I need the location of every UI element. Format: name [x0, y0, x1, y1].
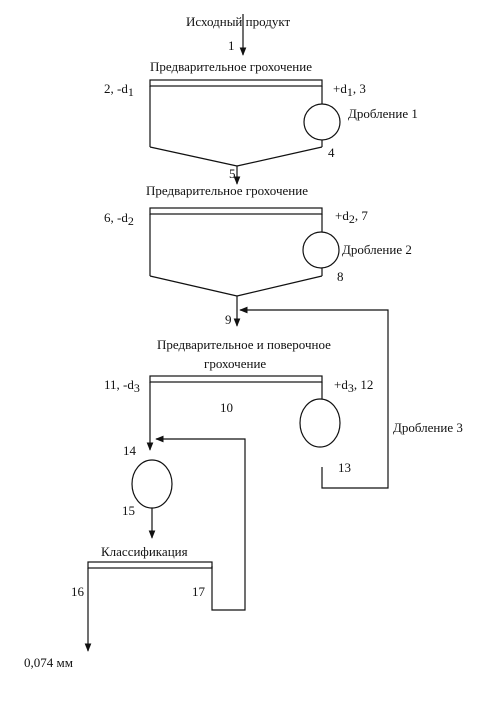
mill-icon	[131, 459, 173, 509]
stage2-crusher-icon	[302, 231, 340, 269]
stage3-title-line2: грохочение	[204, 356, 266, 371]
feed-label: Исходный продукт	[186, 14, 290, 29]
stage2-oversize-label: +d2, 7	[335, 208, 368, 226]
stage2-flow-lines	[149, 214, 323, 297]
stage3-flow-lines	[146, 382, 323, 451]
stage1-flow-lines	[149, 86, 323, 167]
stage1-crusher-label: Дробление 1	[348, 106, 418, 121]
mill-out-number: 15	[122, 503, 135, 518]
stage2-screen	[149, 207, 323, 215]
stage3-crusher-label: Дробление 3	[393, 420, 463, 435]
stage2-crusher-out-number: 8	[337, 269, 344, 284]
stage1-screen	[149, 79, 323, 87]
stage3-screen	[149, 375, 323, 383]
stage1-crusher-out-number: 4	[328, 145, 335, 160]
stage2-undersize-label: 6, -d2	[104, 210, 134, 228]
stage1-crusher-icon	[303, 103, 341, 141]
stage3-crusher-out-number: 13	[338, 460, 351, 475]
stage3-oversize-label: +d3, 12	[334, 377, 373, 395]
stage1-merge-number: 5	[229, 166, 236, 181]
stage1-title: Предварительное грохочение	[150, 59, 312, 74]
classification-fine-number: 16	[71, 584, 85, 599]
stage3-screen-stream-number: 10	[220, 400, 233, 415]
feed-stream-number: 1	[228, 38, 235, 53]
stage2-crusher-label: Дробление 2	[342, 242, 412, 257]
product-size-label: 0,074 мм	[24, 655, 73, 670]
stage3-title-line1: Предварительное и поверочное	[157, 337, 331, 352]
recycle-loop-classifier	[155, 435, 246, 611]
stage1-oversize-label: +d1, 3	[333, 81, 366, 99]
stage3-undersize-label: 11, -d3	[104, 377, 140, 395]
stage3-crusher-icon	[299, 398, 341, 448]
stage2-merge-number: 9	[225, 312, 232, 327]
classification-coarse-number: 17	[192, 584, 206, 599]
recycle-loop-crusher3	[239, 306, 389, 489]
mill-in-number: 14	[123, 443, 137, 458]
classification-screen	[87, 561, 213, 569]
classification-title: Классификация	[101, 544, 188, 559]
stage2-title: Предварительное грохочение	[146, 183, 308, 198]
stage1-undersize-label: 2, -d1	[104, 81, 134, 99]
